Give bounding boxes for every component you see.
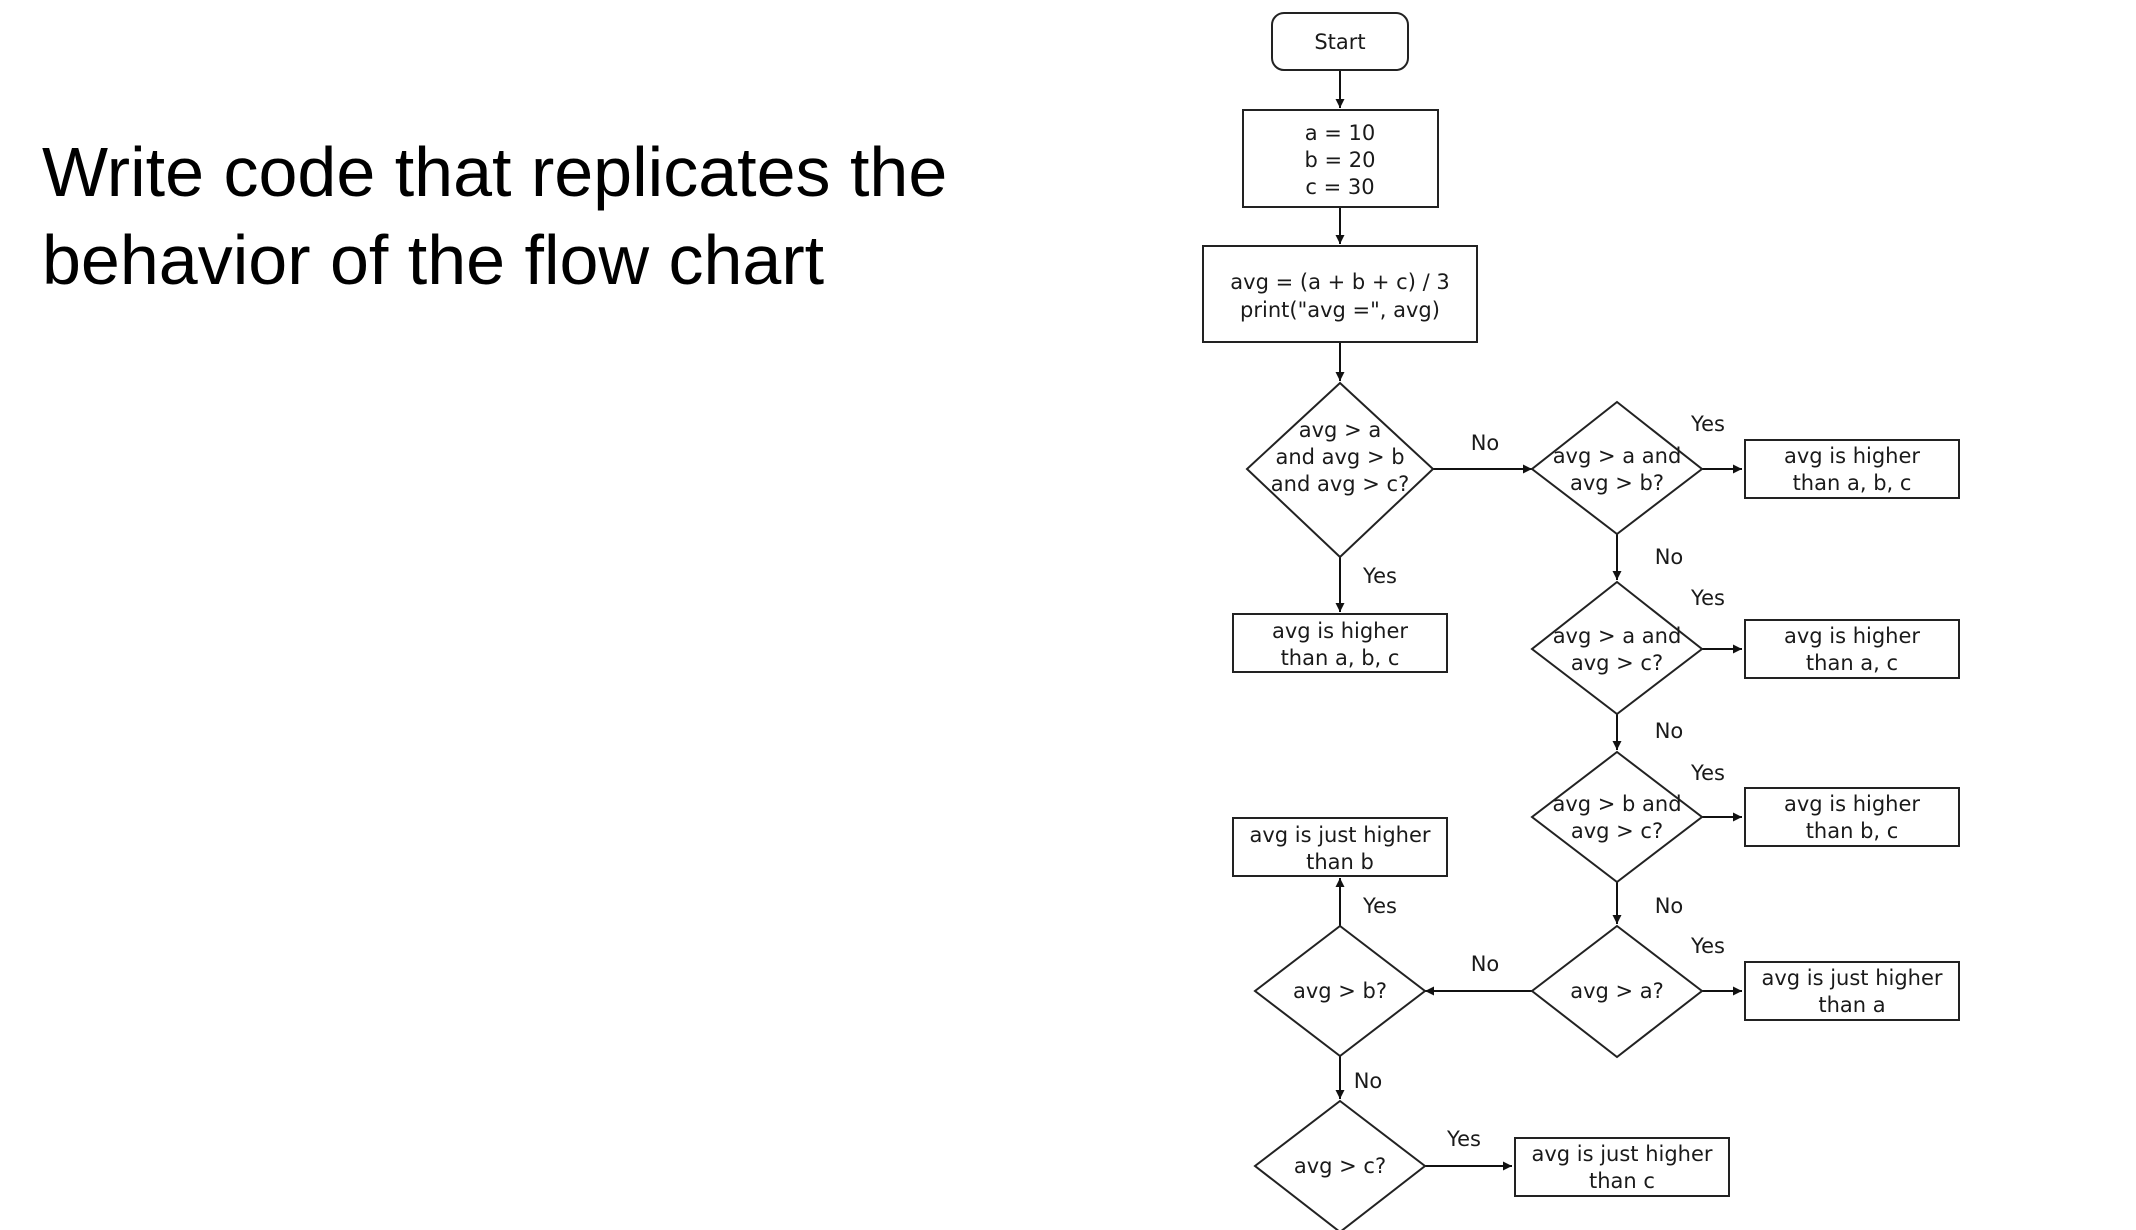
result-higher-a-c: avg is higher than a, c bbox=[1744, 619, 1960, 679]
d2-line-1: avg > a and bbox=[1553, 444, 1682, 468]
start-label: Start bbox=[1314, 30, 1365, 54]
r2-line-2: than a, b, c bbox=[1793, 471, 1912, 495]
instruction-line-1: Write code that replicates the bbox=[42, 133, 948, 211]
decision-b-and-c: avg > b and avg > c? bbox=[1530, 750, 1704, 884]
label-d5-yes: Yes bbox=[1690, 934, 1725, 958]
init-line-1: a = 10 bbox=[1305, 121, 1376, 145]
r3-line-1: avg is higher bbox=[1784, 624, 1920, 648]
init-line-2: b = 20 bbox=[1305, 148, 1376, 172]
compute-node: avg = (a + b + c) / 3 print("avg =", avg… bbox=[1202, 245, 1478, 343]
r4-line-1: avg is higher bbox=[1784, 792, 1920, 816]
label-d4-no: No bbox=[1655, 894, 1684, 918]
d6-line-1: avg > b? bbox=[1293, 979, 1387, 1003]
slide-instruction: Write code that replicates the behavior … bbox=[42, 128, 1042, 304]
d4-line-2: avg > c? bbox=[1571, 819, 1663, 843]
decision-a-and-c: avg > a and avg > c? bbox=[1530, 580, 1704, 716]
d3-line-1: avg > a and bbox=[1553, 624, 1682, 648]
label-d4-yes: Yes bbox=[1690, 761, 1725, 785]
label-d7-yes: Yes bbox=[1446, 1127, 1481, 1151]
r1-line-2: than a, b, c bbox=[1281, 646, 1400, 670]
d1-line-3: and avg > c? bbox=[1271, 472, 1409, 496]
result-higher-b-c: avg is higher than b, c bbox=[1744, 787, 1960, 847]
r5-line-2: than a bbox=[1818, 993, 1885, 1017]
flow-edges bbox=[1335, 70, 1742, 1171]
d5-line-1: avg > a? bbox=[1570, 979, 1664, 1003]
decision-a-and-b: avg > a and avg > b? bbox=[1530, 400, 1704, 536]
result-higher-all-right: avg is higher than a, b, c bbox=[1744, 439, 1960, 499]
decision-a-only: avg > a? bbox=[1530, 924, 1704, 1059]
label-d1-yes: Yes bbox=[1362, 564, 1397, 588]
result-just-b: avg is just higher than b bbox=[1232, 817, 1448, 877]
label-d6-no: No bbox=[1354, 1069, 1383, 1093]
label-d5-no: No bbox=[1471, 952, 1500, 976]
r2-line-1: avg is higher bbox=[1784, 444, 1920, 468]
r7-line-1: avg is just higher bbox=[1531, 1142, 1712, 1166]
label-d2-yes: Yes bbox=[1690, 412, 1725, 436]
decision-c-only: avg > c? bbox=[1253, 1099, 1427, 1230]
r5-line-1: avg is just higher bbox=[1761, 966, 1942, 990]
r6-line-1: avg is just higher bbox=[1249, 823, 1430, 847]
d1-line-1: avg > a bbox=[1299, 418, 1381, 442]
r3-line-2: than a, c bbox=[1806, 651, 1898, 675]
result-just-a: avg is just higher than a bbox=[1744, 961, 1960, 1021]
decision-b-only: avg > b? bbox=[1253, 924, 1427, 1058]
r4-line-2: than b, c bbox=[1806, 819, 1899, 843]
r7-line-2: than c bbox=[1589, 1169, 1655, 1193]
result-just-c: avg is just higher than c bbox=[1514, 1137, 1730, 1197]
d1-line-2: and avg > b bbox=[1275, 445, 1404, 469]
d7-line-1: avg > c? bbox=[1294, 1154, 1386, 1178]
label-d3-no: No bbox=[1655, 719, 1684, 743]
result-higher-all-left: avg is higher than a, b, c bbox=[1232, 613, 1448, 673]
label-d1-no: No bbox=[1471, 431, 1500, 455]
edge-labels: No Yes Yes No Yes No Yes No Yes No Yes N… bbox=[1354, 412, 1725, 1151]
label-d6-yes: Yes bbox=[1362, 894, 1397, 918]
r6-line-2: than b bbox=[1306, 850, 1374, 874]
decision-all-three: avg > a and avg > b and avg > c? bbox=[1245, 381, 1435, 559]
label-d2-no: No bbox=[1655, 545, 1684, 569]
d4-line-1: avg > b and bbox=[1552, 792, 1681, 816]
init-line-3: c = 30 bbox=[1305, 175, 1374, 199]
instruction-line-2: behavior of the flow chart bbox=[42, 221, 825, 299]
compute-line-1: avg = (a + b + c) / 3 bbox=[1230, 270, 1449, 294]
compute-line-2: print("avg =", avg) bbox=[1240, 298, 1440, 322]
r1-line-1: avg is higher bbox=[1272, 619, 1408, 643]
d2-line-2: avg > b? bbox=[1570, 471, 1664, 495]
d3-line-2: avg > c? bbox=[1571, 651, 1663, 675]
init-node: a = 10 b = 20 c = 30 bbox=[1242, 109, 1439, 208]
label-d3-yes: Yes bbox=[1690, 586, 1725, 610]
start-node: Start bbox=[1271, 12, 1409, 71]
